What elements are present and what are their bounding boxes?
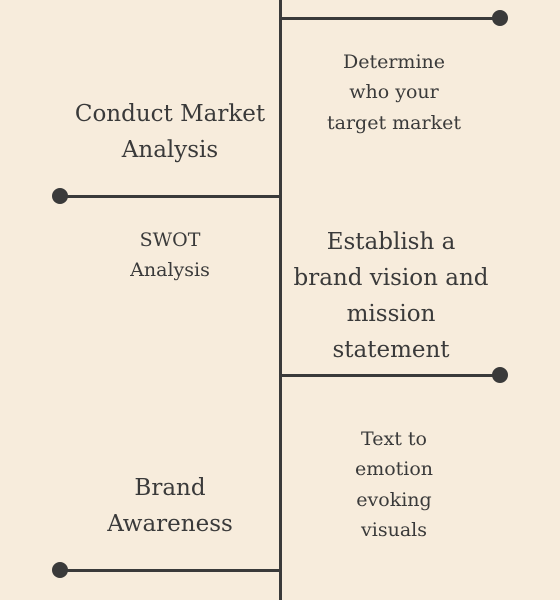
branch-left-1 (60, 195, 280, 198)
node-right-1 (492, 10, 508, 26)
node-right-2 (492, 367, 508, 383)
step-swot-analysis: SWOT Analysis (130, 229, 210, 282)
step-determine-target-market: Determine who your target market (327, 51, 461, 134)
timeline-spine (279, 0, 282, 600)
branch-left-2 (60, 569, 280, 572)
node-left-1 (52, 188, 68, 204)
branch-right-2 (281, 374, 499, 377)
node-left-2 (52, 562, 68, 578)
step-conduct-market-analysis: Conduct Market Analysis (74, 101, 266, 164)
step-emotion-evoking-visuals: Text to emotion evoking visuals (354, 428, 434, 542)
branch-right-1 (281, 17, 499, 20)
step-establish-brand-vision: Establish a brand vision and mission sta… (293, 229, 489, 364)
step-brand-awareness: Brand Awareness (107, 475, 233, 538)
